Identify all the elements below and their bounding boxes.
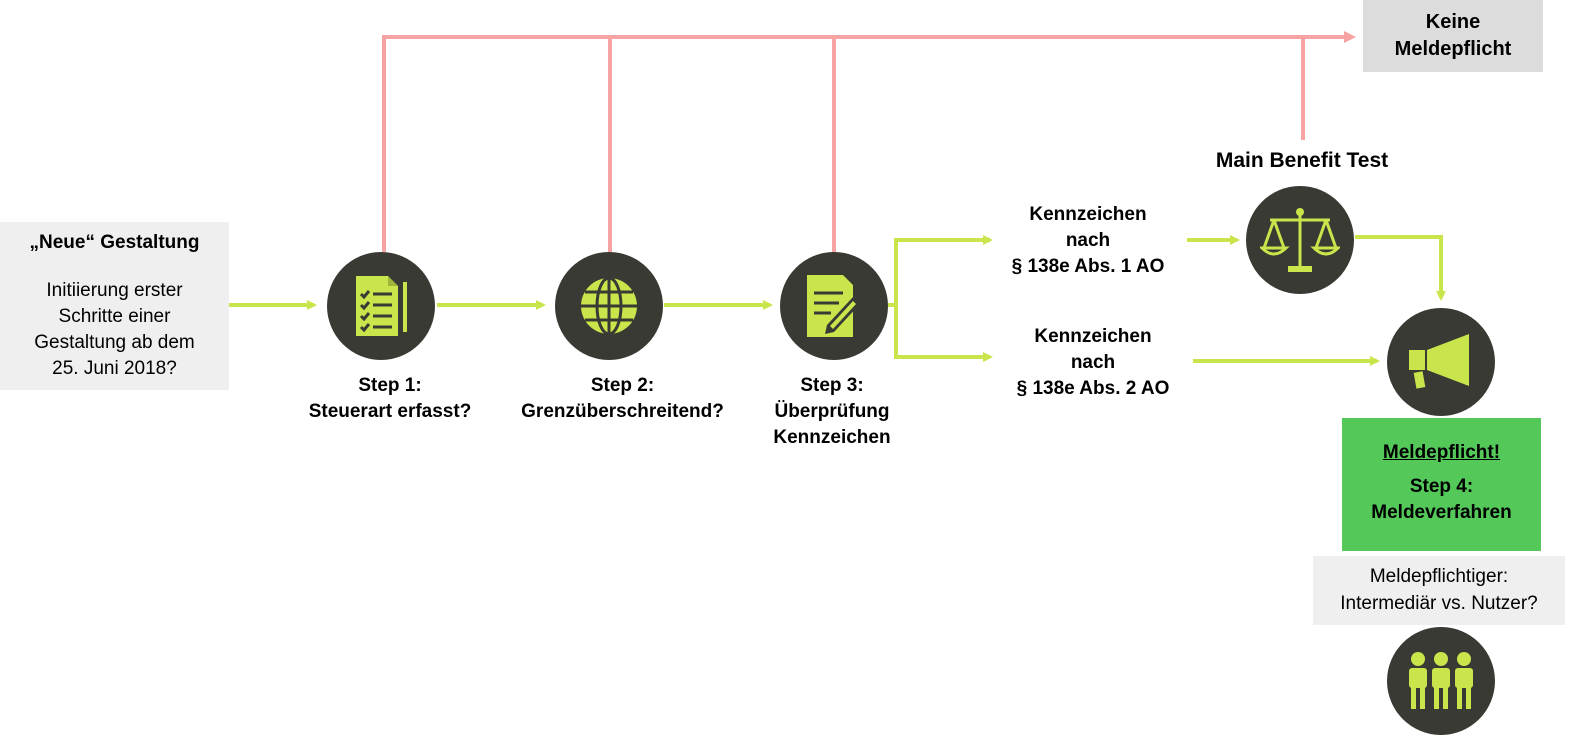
document-pen-icon <box>807 275 860 337</box>
people-icon <box>1409 652 1473 709</box>
main-benefit-node <box>1246 186 1354 294</box>
start-line: Schritte einer <box>58 306 171 327</box>
no-reporting-box: Keine Meldepflicht <box>1363 0 1543 72</box>
step-2-title: Step 2: <box>590 375 655 396</box>
kennzeichen-1-line: § 138e Abs. 1 AO <box>1011 256 1165 277</box>
obligor-box: Meldepflichtiger: Intermediär vs. Nutzer… <box>1313 556 1565 625</box>
globe-icon <box>581 276 637 336</box>
kennzeichen-2-line: Kennzeichen <box>1034 326 1152 347</box>
step-1-node <box>327 252 435 360</box>
step-3-label: Step 3: Überprüfung Kennzeichen <box>752 373 912 451</box>
step-1-label: Step 1: Steuerart erfasst? <box>290 373 490 425</box>
kennzeichen-1-line: nach <box>1065 230 1111 251</box>
megaphone-icon <box>1409 334 1469 389</box>
start-line: 25. Juni 2018? <box>52 358 177 379</box>
step-1-question: Steuerart erfasst? <box>308 401 472 422</box>
reporting-required-heading: Meldepflicht! <box>1382 442 1501 463</box>
kennzeichen-2-label: Kennzeichen nach § 138e Abs. 2 AO <box>993 324 1193 402</box>
step-4-title: Step 4: <box>1409 476 1474 497</box>
start-box: „Neue“ Gestaltung Initiierung erster Sch… <box>0 222 229 390</box>
start-title: „Neue“ Gestaltung <box>29 232 200 253</box>
people-node <box>1387 627 1495 735</box>
kennzeichen-2-line: § 138e Abs. 2 AO <box>1016 378 1170 399</box>
no-reporting-line: Meldepflicht <box>1394 38 1512 60</box>
positive-paths <box>229 235 1446 366</box>
step-3-line: Überprüfung <box>774 401 890 422</box>
checklist-icon <box>356 276 407 336</box>
reporting-required-box: Meldepflicht! Step 4: Meldeverfahren <box>1342 418 1541 551</box>
report-node <box>1387 308 1495 416</box>
start-line: Gestaltung ab dem <box>34 332 195 353</box>
step-2-question: Grenzüberschreitend? <box>521 401 724 422</box>
obligor-line: Meldepflichtiger: <box>1369 566 1509 587</box>
step-3-node <box>780 252 888 360</box>
step-1-title: Step 1: <box>358 375 422 396</box>
step-3-title: Step 3: <box>800 375 864 396</box>
negative-paths <box>382 31 1356 252</box>
obligor-line: Intermediär vs. Nutzer? <box>1340 593 1538 614</box>
kennzeichen-2-line: nach <box>1070 352 1116 373</box>
kennzeichen-1-label: Kennzeichen nach § 138e Abs. 1 AO <box>988 202 1188 280</box>
scales-icon <box>1260 208 1340 272</box>
start-line: Initiierung erster <box>46 280 183 301</box>
no-reporting-line: Keine <box>1425 11 1481 33</box>
step-4-label: Meldeverfahren <box>1371 502 1512 523</box>
step-2-label: Step 2: Grenzüberschreitend? <box>505 373 740 425</box>
step-2-node <box>555 252 663 360</box>
kennzeichen-1-line: Kennzeichen <box>1029 204 1147 225</box>
main-benefit-title: Main Benefit Test <box>1215 149 1389 172</box>
step-3-line: Kennzeichen <box>773 427 891 448</box>
